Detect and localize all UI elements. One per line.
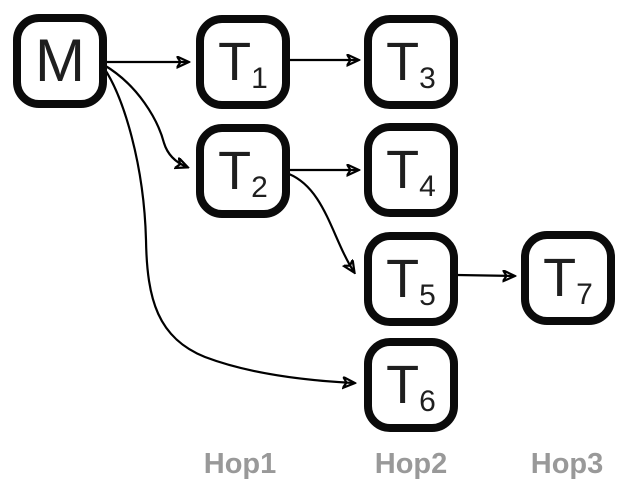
node-T2-subscript: 2 — [251, 171, 268, 204]
hop2-label: Hop2 — [374, 448, 448, 480]
node-T6-label: T — [386, 355, 419, 415]
node-T1-label: T — [218, 32, 251, 92]
hop3-label: Hop3 — [530, 448, 604, 480]
node-T3-label: T — [386, 32, 419, 92]
node-T3-subscript: 3 — [419, 62, 436, 95]
node-T2-label: T — [218, 141, 251, 201]
node-T5-label: T — [386, 249, 419, 309]
node-T7-label: T — [543, 248, 576, 308]
hop1-label: Hop1 — [203, 448, 277, 480]
edge-T5-T7 — [456, 275, 514, 276]
node-M-label: M — [35, 27, 85, 94]
node-T4-label: T — [386, 140, 419, 200]
node-T7-subscript: 7 — [576, 278, 593, 311]
node-T4-subscript: 4 — [419, 170, 436, 203]
edge-M-T6 — [103, 67, 354, 383]
node-T1-subscript: 1 — [251, 62, 268, 95]
edge-M-T2 — [103, 64, 187, 167]
node-T5-subscript: 5 — [419, 279, 436, 312]
edge-T2-T5 — [288, 172, 354, 272]
node-T6-subscript: 6 — [419, 385, 436, 418]
node-M: M — [13, 14, 107, 108]
